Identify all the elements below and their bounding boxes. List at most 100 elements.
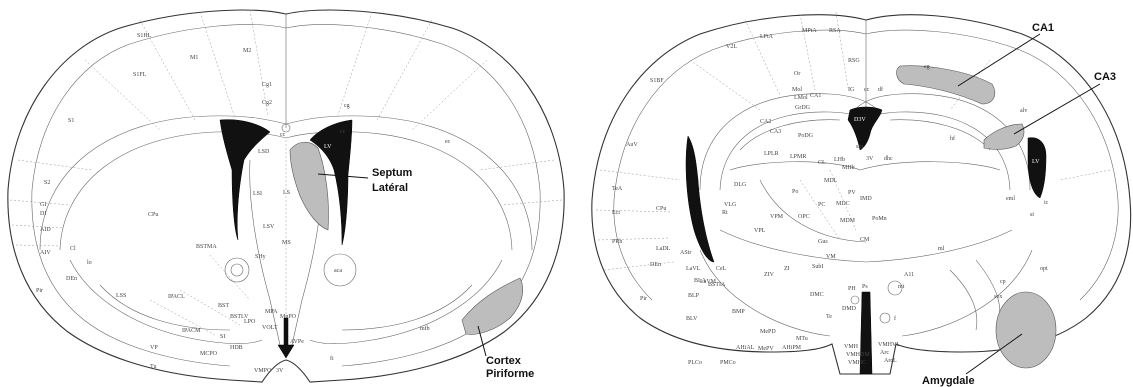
left-lateral-ventricle	[220, 120, 270, 240]
atlas-label: cp	[1000, 279, 1006, 285]
atlas-label: VMH	[844, 344, 859, 350]
atlas-label: LMol	[794, 95, 808, 101]
right-coronal-section: LPtA MPtA RSA V2L RSG S1BF cg IG cc df d…	[592, 12, 1131, 374]
atlas-label: Or	[794, 71, 800, 77]
atlas-label: LS	[283, 190, 290, 196]
atlas-label: Po	[792, 189, 798, 195]
annotation-amygdale: Amygdale	[922, 375, 975, 387]
amygdala-shading	[996, 292, 1056, 368]
ca1-shading	[897, 66, 995, 104]
atlas-label: AVPe	[290, 339, 304, 345]
atlas-label: ic	[1044, 200, 1049, 206]
atlas-label: 3V	[276, 368, 284, 374]
cortex-annotation: Cortex Piriforme	[478, 326, 534, 380]
atlas-label: V2L	[726, 44, 737, 50]
atlas-label: SI	[220, 334, 225, 340]
annotation-ca3: CA3	[1094, 71, 1116, 83]
annotation-septum: Septum	[372, 167, 413, 179]
atlas-label: BST	[218, 303, 229, 309]
atlas-label: BSTIA	[708, 282, 726, 288]
annotation-cortex: Cortex	[486, 355, 522, 367]
atlas-label: sox	[994, 294, 1002, 300]
atlas-label: AStr	[680, 250, 691, 256]
atlas-label: alv	[1020, 108, 1027, 114]
atlas-label: VLG	[724, 202, 737, 208]
atlas-label: LPO	[244, 319, 256, 325]
atlas-label: sm	[856, 144, 863, 150]
left-coronal-section: S1HL M1 M2 Cg1 Cg2 S1FL S1 S2 GI DI AID …	[8, 10, 564, 382]
atlas-label: Cl	[70, 246, 76, 252]
atlas-label: opt	[1040, 266, 1048, 272]
atlas-label: PoDG	[798, 133, 814, 139]
atlas-label: ArcL	[884, 358, 897, 364]
atlas-label: LV	[1032, 159, 1040, 165]
atlas-label: PH	[848, 286, 856, 292]
atlas-label: LSI	[253, 191, 262, 197]
atlas-label: ZIV	[764, 272, 775, 278]
atlas-label: GI	[40, 202, 46, 208]
atlas-label: 3V	[866, 156, 874, 162]
atlas-label: MS	[282, 240, 291, 246]
atlas-label: TeA	[612, 186, 623, 192]
atlas-label: IG	[848, 87, 855, 93]
atlas-label: AHiAL	[736, 345, 755, 351]
atlas-label: CA1	[810, 93, 821, 99]
atlas-label: Tu	[150, 364, 156, 370]
atlas-label: cc	[864, 87, 870, 93]
atlas-label: DMD	[842, 306, 857, 312]
atlas-label: LSS	[116, 293, 126, 299]
atlas-label: dhc	[884, 156, 893, 162]
atlas-label: mt	[898, 284, 905, 290]
atlas-label: Cg1	[262, 82, 272, 88]
atlas-label: RSG	[848, 58, 860, 64]
atlas-label: PV	[848, 190, 856, 196]
atlas-label: S1BF	[650, 78, 664, 84]
annotation-lateral: Latéral	[372, 182, 408, 194]
right-hemisphere-lateral-ventricle	[1028, 138, 1046, 198]
atlas-label: IPACL	[168, 294, 185, 300]
atlas-label: DLG	[734, 182, 747, 188]
atlas-label: fi	[330, 355, 334, 362]
atlas-label: S1HL	[137, 33, 152, 39]
atlas-label: CM	[860, 237, 870, 243]
atlas-label: M1	[190, 55, 198, 61]
atlas-label: cc	[280, 132, 286, 138]
atlas-label: Ect	[612, 210, 620, 216]
atlas-label: Pir	[640, 296, 647, 302]
septum-annotation: Septum Latéral	[318, 167, 413, 194]
atlas-label: Cg2	[262, 100, 272, 106]
annotation-ca1: CA1	[1032, 22, 1054, 34]
atlas-label: GrDG	[795, 105, 811, 111]
atlas-label: Pir	[36, 288, 43, 294]
atlas-label: A11	[904, 272, 914, 278]
atlas-label: Gus	[818, 239, 828, 245]
atlas-label: lo	[87, 260, 92, 266]
atlas-label: VPL	[754, 228, 766, 234]
atlas-label: MHb	[842, 165, 855, 171]
atlas-label: LPtA	[760, 34, 774, 40]
atlas-label: VP	[150, 345, 158, 351]
ca1-annotation: CA1	[958, 22, 1054, 86]
atlas-label: VMHDM	[846, 352, 870, 358]
atlas-label: aca	[334, 268, 342, 274]
atlas-label: MDM	[840, 218, 856, 224]
atlas-label: PoMn	[872, 216, 887, 222]
atlas-label: cg	[924, 64, 930, 70]
atlas-label: DEn	[650, 262, 661, 268]
atlas-label: SubI	[812, 264, 823, 270]
atlas-label: OPC	[798, 214, 810, 220]
atlas-label: MPA	[265, 309, 278, 315]
atlas-label: IMD	[860, 196, 872, 202]
atlas-label: DMC	[810, 292, 824, 298]
atlas-label: MePV	[758, 346, 774, 352]
atlas-label: VMHC	[848, 360, 866, 366]
atlas-label: DI	[40, 211, 46, 217]
atlas-label: LSD	[258, 149, 270, 155]
atlas-label: PRh	[612, 239, 622, 245]
atlas-label: ec	[445, 139, 451, 145]
atlas-label: AuV	[626, 142, 638, 148]
atlas-label: df	[878, 86, 883, 93]
atlas-label: AID	[40, 227, 51, 233]
atlas-label: cc	[340, 129, 346, 135]
